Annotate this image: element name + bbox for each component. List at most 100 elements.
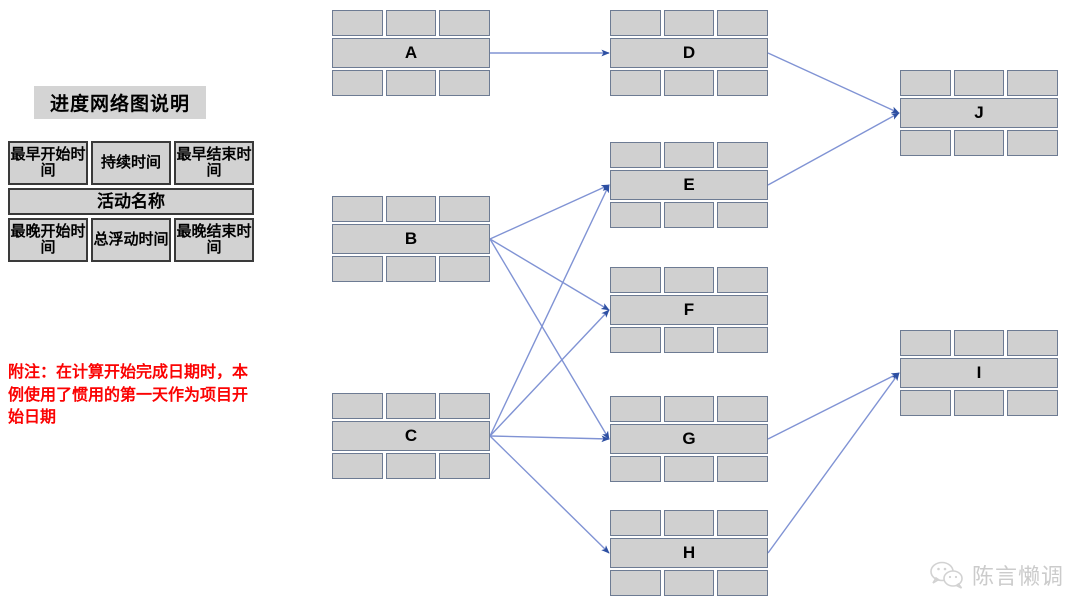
legend-title: 进度网络图说明 bbox=[34, 86, 206, 119]
node-j: J bbox=[900, 70, 1059, 156]
node-cell bbox=[610, 570, 661, 596]
node-cell bbox=[717, 70, 769, 96]
node-cell bbox=[385, 453, 437, 479]
watermark: 陈言懒调 bbox=[930, 559, 1064, 591]
node-cell bbox=[332, 453, 383, 479]
node-cell bbox=[717, 267, 769, 293]
node-a-top-cells bbox=[332, 10, 491, 36]
node-cell bbox=[663, 396, 715, 422]
node-cell bbox=[663, 456, 715, 482]
edge-b-to-g bbox=[489, 238, 610, 440]
legend-row-bottom: 最晚开始时间 总浮动时间 最晚结束时间 bbox=[8, 218, 254, 262]
node-cell bbox=[717, 396, 769, 422]
node-label: F bbox=[610, 295, 768, 325]
node-g-top-cells bbox=[610, 396, 769, 422]
node-cell bbox=[953, 330, 1005, 356]
wechat-icon bbox=[930, 561, 963, 589]
edge-h-to-i bbox=[767, 372, 900, 554]
node-label: D bbox=[610, 38, 768, 68]
node-cell bbox=[717, 10, 769, 36]
node-b: B bbox=[332, 196, 491, 282]
legend-cell-activity-name: 活动名称 bbox=[8, 188, 254, 215]
node-cell bbox=[717, 327, 769, 353]
legend-cell-late-start: 最晚开始时间 bbox=[8, 218, 88, 262]
node-cell bbox=[332, 10, 383, 36]
node-cell bbox=[1007, 130, 1059, 156]
node-cell bbox=[332, 196, 383, 222]
node-h-top-cells bbox=[610, 510, 769, 536]
node-cell bbox=[385, 196, 437, 222]
node-cell bbox=[439, 196, 491, 222]
node-cell bbox=[953, 130, 1005, 156]
legend-row-middle: 活动名称 bbox=[8, 188, 254, 215]
node-cell bbox=[610, 10, 661, 36]
node-cell bbox=[610, 510, 661, 536]
node-j-bottom-cells bbox=[900, 130, 1059, 156]
node-cell bbox=[663, 570, 715, 596]
node-label: H bbox=[610, 538, 768, 568]
node-d-top-cells bbox=[610, 10, 769, 36]
edge-c-to-h bbox=[489, 435, 610, 554]
node-cell bbox=[610, 202, 661, 228]
node-cell bbox=[663, 70, 715, 96]
node-cell bbox=[439, 256, 491, 282]
node-cell bbox=[439, 10, 491, 36]
node-i-bottom-cells bbox=[900, 390, 1059, 416]
node-cell bbox=[717, 510, 769, 536]
node-j-top-cells bbox=[900, 70, 1059, 96]
node-cell bbox=[1007, 390, 1059, 416]
node-cell bbox=[717, 142, 769, 168]
node-cell bbox=[900, 330, 951, 356]
node-a-bottom-cells bbox=[332, 70, 491, 96]
node-cell bbox=[717, 456, 769, 482]
legend-cell-total-float: 总浮动时间 bbox=[91, 218, 171, 262]
node-cell bbox=[717, 570, 769, 596]
node-cell bbox=[610, 267, 661, 293]
node-cell bbox=[610, 327, 661, 353]
node-cell bbox=[663, 10, 715, 36]
node-cell bbox=[385, 70, 437, 96]
edge-c-to-e bbox=[489, 184, 610, 437]
edge-b-to-f bbox=[489, 238, 610, 311]
node-cell bbox=[439, 453, 491, 479]
node-c: C bbox=[332, 393, 491, 479]
edge-g-to-i bbox=[767, 372, 900, 440]
legend-grid: 最早开始时间 持续时间 最早结束时间 活动名称 最晚开始时间 总浮动时间 最晚结… bbox=[8, 141, 254, 265]
node-cell bbox=[900, 390, 951, 416]
node-cell bbox=[663, 142, 715, 168]
node-cell bbox=[1007, 70, 1059, 96]
watermark-text: 陈言懒调 bbox=[971, 564, 1064, 589]
node-label: E bbox=[610, 170, 768, 200]
node-label: I bbox=[900, 358, 1058, 388]
node-label: G bbox=[610, 424, 768, 454]
legend-row-top: 最早开始时间 持续时间 最早结束时间 bbox=[8, 141, 254, 185]
node-cell bbox=[439, 393, 491, 419]
node-label: A bbox=[332, 38, 490, 68]
legend-cell-late-finish: 最晚结束时间 bbox=[174, 218, 254, 262]
node-f: F bbox=[610, 267, 769, 353]
node-f-top-cells bbox=[610, 267, 769, 293]
node-c-top-cells bbox=[332, 393, 491, 419]
node-cell bbox=[717, 202, 769, 228]
node-i-top-cells bbox=[900, 330, 1059, 356]
legend-cell-duration: 持续时间 bbox=[91, 141, 171, 185]
node-g-bottom-cells bbox=[610, 456, 769, 482]
node-cell bbox=[1007, 330, 1059, 356]
node-i: I bbox=[900, 330, 1059, 416]
node-cell bbox=[900, 70, 951, 96]
node-h: H bbox=[610, 510, 769, 596]
legend-cell-early-finish: 最早结束时间 bbox=[174, 141, 254, 185]
node-cell bbox=[332, 70, 383, 96]
node-cell bbox=[385, 393, 437, 419]
edge-c-to-g bbox=[489, 435, 610, 443]
node-cell bbox=[663, 327, 715, 353]
edge-d-to-j bbox=[767, 52, 900, 114]
node-label: J bbox=[900, 98, 1058, 128]
node-cell bbox=[953, 390, 1005, 416]
node-b-top-cells bbox=[332, 196, 491, 222]
node-cell bbox=[953, 70, 1005, 96]
node-cell bbox=[610, 396, 661, 422]
node-label: C bbox=[332, 421, 490, 451]
node-h-bottom-cells bbox=[610, 570, 769, 596]
